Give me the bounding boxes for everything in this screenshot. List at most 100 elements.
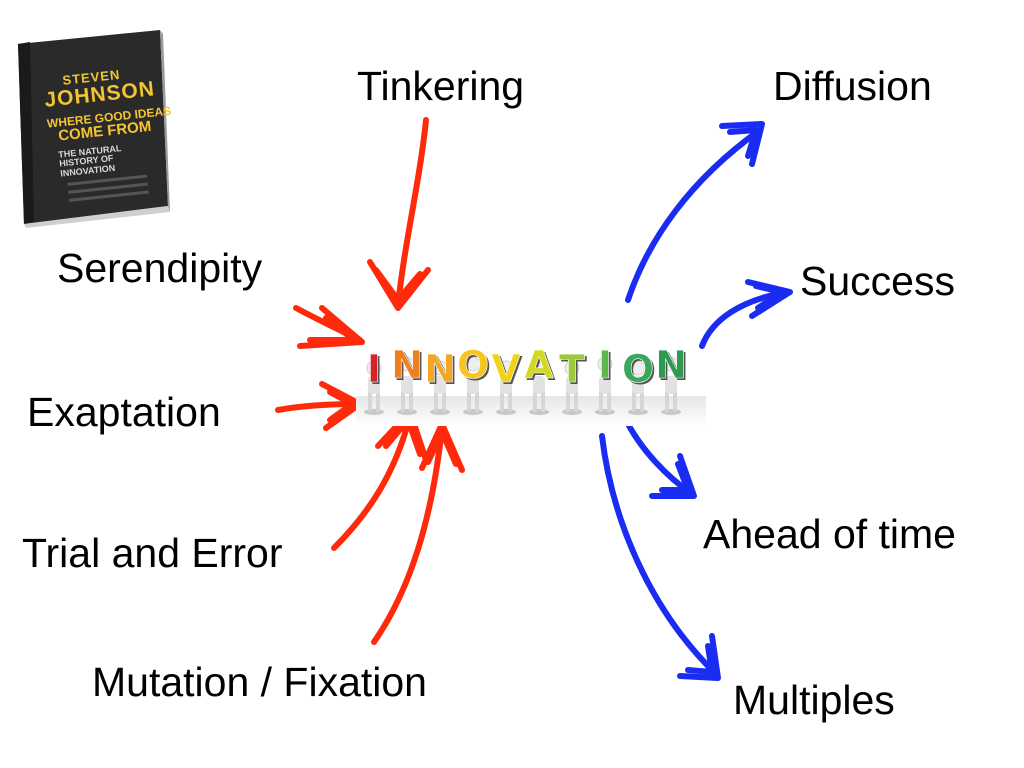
multiples-arrowhead-inner: [685, 643, 715, 675]
book-cover: STEVEN JOHNSON WHERE GOOD IDEAS COME FRO…: [12, 28, 172, 228]
figure-head: [498, 360, 514, 376]
figure-shadow: [364, 409, 384, 415]
label-trial-and-error: Trial and Error: [22, 530, 283, 576]
innovation-letter: I: [598, 343, 612, 387]
figure-shadow: [496, 409, 516, 415]
label-tinkering: Tinkering: [357, 63, 525, 109]
figure-head: [399, 356, 415, 372]
innovation-letter-figure: NN: [424, 347, 458, 415]
figure-legs: [533, 390, 545, 412]
figure-legs: [500, 390, 512, 412]
figure-body: [401, 376, 413, 394]
figure-head: [597, 356, 613, 372]
trial-arrow: [331, 413, 413, 551]
innovation-letter: T: [559, 347, 585, 391]
innovation-letter: O: [457, 343, 489, 387]
ahead-arrowhead-inner: [659, 461, 691, 493]
figure-body: [434, 376, 446, 394]
label-success: Success: [800, 258, 955, 304]
innovation-letter: V: [491, 347, 521, 391]
multiples-arrowhead: [677, 633, 721, 681]
figure-body: [665, 376, 677, 394]
innovation-letter-figure: NN: [655, 343, 689, 415]
innovation-letter-shadow: N: [426, 349, 458, 393]
innovation-letter: I: [367, 347, 381, 391]
ahead-arrowhead: [649, 453, 697, 499]
figure-shadow: [430, 409, 450, 415]
innovation-letter-shadow: I: [369, 349, 383, 393]
innovation-letter: N: [391, 343, 423, 387]
book-cover-text: STEVEN JOHNSON WHERE GOOD IDEAS COME FRO…: [42, 63, 181, 204]
figure-head: [630, 360, 646, 376]
figure-body: [566, 376, 578, 394]
innovation-letter-figure: AA: [524, 343, 556, 415]
output-arrows: [599, 121, 793, 681]
innovation-letter-figure: TT: [559, 347, 587, 415]
figure-body: [467, 376, 479, 394]
figure-head: [465, 356, 481, 372]
tinkering-arrow: [395, 117, 429, 308]
label-exaptation: Exaptation: [27, 389, 221, 435]
label-diffusion: Diffusion: [773, 63, 932, 109]
exaptation-arrowhead-inner: [327, 389, 355, 423]
innovation-letter: A: [524, 343, 554, 387]
innovation-letter-shadow: A: [526, 345, 556, 389]
innovation-letter-shadow: I: [600, 345, 614, 389]
figure-shadow: [628, 409, 648, 415]
figure-shadow: [562, 409, 582, 415]
success-arrowhead-inner: [753, 283, 785, 311]
innovation-letter: O: [622, 347, 654, 391]
innovation-letter-shadow: O: [459, 345, 491, 389]
serendipity-arrowhead: [297, 305, 365, 349]
figure-body: [632, 376, 644, 394]
figure-shadow: [397, 409, 417, 415]
label-ahead-of-time: Ahead of time: [703, 511, 956, 557]
innovation-letter-shadow: N: [393, 345, 425, 389]
innovation-letter-figure: OO: [457, 343, 491, 415]
figure-head: [663, 356, 679, 372]
figure-head: [531, 356, 547, 372]
figure-shadow: [661, 409, 681, 415]
figure-shadow: [595, 409, 615, 415]
innovation-letter-shadow: V: [493, 349, 523, 393]
diffusion-arrowhead-inner: [727, 127, 759, 159]
figure-legs: [467, 390, 479, 412]
innovation-letter-figure: OO: [622, 347, 656, 415]
figure-legs: [599, 390, 611, 412]
figure-body: [500, 376, 512, 394]
innovation-letter-figure: VV: [491, 347, 523, 415]
figure-shadow: [529, 409, 549, 415]
figure-body: [368, 376, 380, 394]
label-multiples: Multiples: [733, 677, 895, 723]
multiples-arrow: [599, 433, 719, 677]
label-serendipity: Serendipity: [57, 245, 263, 291]
figure-legs: [566, 390, 578, 412]
innovation-letter-figure: II: [364, 347, 384, 415]
mutation-arrow: [371, 425, 445, 645]
mutation-arrowhead-inner: [425, 429, 459, 467]
tinkering-arrowhead-inner: [373, 267, 423, 303]
innovation-letter-figure: NN: [391, 343, 425, 415]
innovation-letter: N: [655, 343, 687, 387]
diffusion-arrow: [625, 127, 763, 303]
label-mutation-fixation: Mutation / Fixation: [92, 659, 427, 705]
innovation-letter-shadow: O: [624, 349, 656, 393]
book-cover-shape: [18, 30, 170, 228]
figure-legs: [665, 390, 677, 412]
figure-legs: [368, 390, 380, 412]
figure-shadow: [463, 409, 483, 415]
figure-legs: [434, 390, 446, 412]
diffusion-arrowhead: [719, 121, 765, 167]
innovation-letter-shadow: N: [657, 345, 689, 389]
figure-head: [564, 360, 580, 376]
innovation-letter-figure: II: [595, 343, 615, 415]
figure-head: [432, 360, 448, 376]
figure-legs: [632, 390, 644, 412]
serendipity-arrowhead-inner: [307, 315, 357, 343]
figure-body: [533, 376, 545, 394]
innovation-letter-shadow: T: [561, 349, 587, 393]
figure-body: [599, 376, 611, 394]
